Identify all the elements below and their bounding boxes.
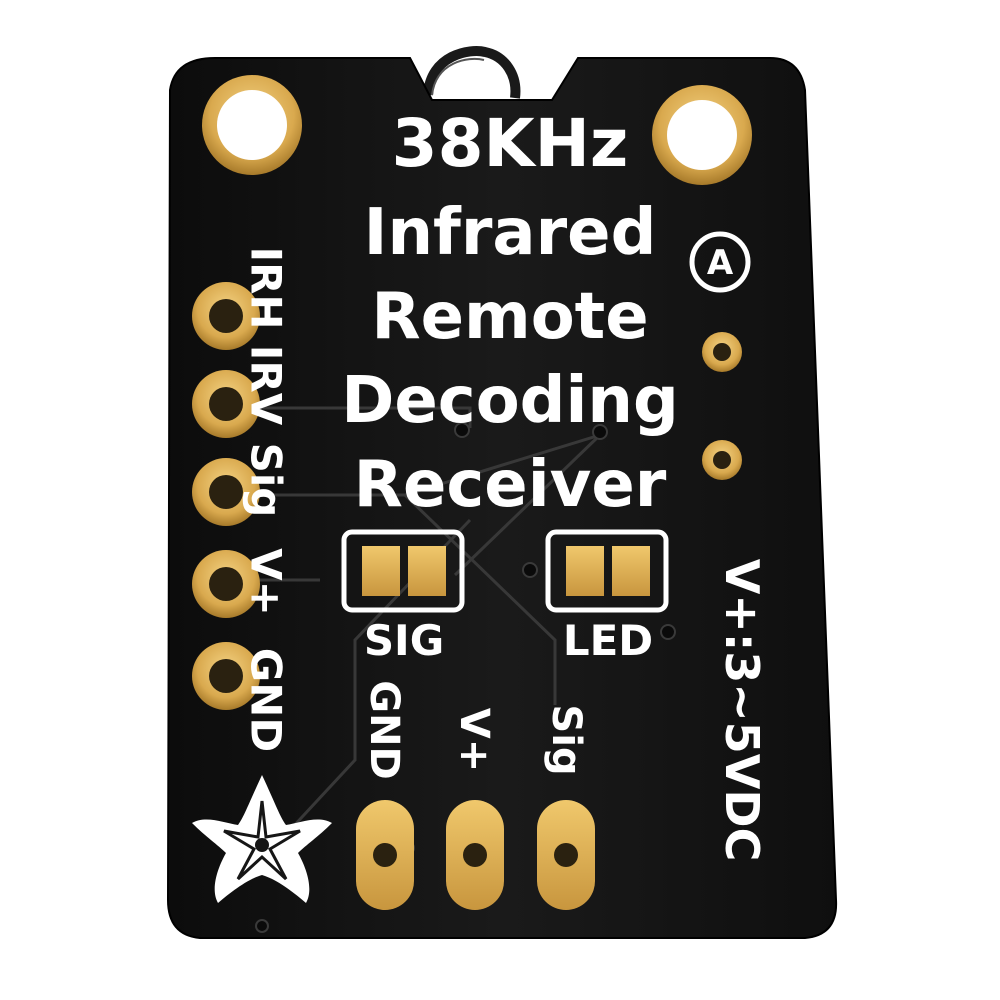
left-header-pads <box>192 282 260 710</box>
voltage-label: V+:3~5VDC <box>715 559 769 862</box>
title-line-4: Decoding <box>341 364 679 438</box>
mounting-hole-right <box>652 85 752 185</box>
pin-label-irv: IRV <box>242 345 291 426</box>
jumper-led: LED <box>545 529 669 665</box>
pad-irv <box>192 370 260 438</box>
bottom-label-gnd: GND <box>361 680 407 780</box>
bottom-pads <box>356 800 595 910</box>
small-holes <box>702 332 742 480</box>
pad-sig <box>192 458 260 526</box>
star-logo-icon <box>192 775 332 903</box>
bottom-label-sig: Sig <box>543 704 589 775</box>
left-pin-labels: IRH IRV Sig V+ GND <box>242 246 291 752</box>
board-title: 38KHz Infrared Remote Decoding Receiver <box>341 105 679 522</box>
pad-vplus <box>192 550 260 618</box>
pin-label-irh: IRH <box>242 246 291 329</box>
wire-loop <box>423 46 521 99</box>
pin-label-vplus: V+ <box>242 548 291 616</box>
jumper-sig: SIG <box>341 529 465 665</box>
bottom-pin-labels: GND V+ Sig <box>361 680 589 780</box>
bottom-label-vplus: V+ <box>451 708 497 772</box>
logo-icon: A <box>689 231 751 293</box>
mounting-hole-left <box>202 75 302 175</box>
pin-label-gnd: GND <box>242 648 291 753</box>
title-line-2: Infrared <box>364 196 657 270</box>
jumper-label-led: LED <box>563 616 653 665</box>
bottom-pad-sig <box>537 800 595 910</box>
logo-letter: A <box>707 243 734 283</box>
pcb-board <box>166 57 838 939</box>
title-line-1: 38KHz <box>392 105 629 182</box>
title-line-5: Receiver <box>354 448 667 522</box>
bottom-pad-vplus <box>446 800 504 910</box>
bottom-pad-gnd <box>356 800 414 910</box>
pad-irh <box>192 282 260 350</box>
title-line-3: Remote <box>371 280 648 354</box>
pin-label-sig: Sig <box>242 443 291 518</box>
jumper-label-sig: SIG <box>364 616 444 665</box>
pad-gnd <box>192 642 260 710</box>
